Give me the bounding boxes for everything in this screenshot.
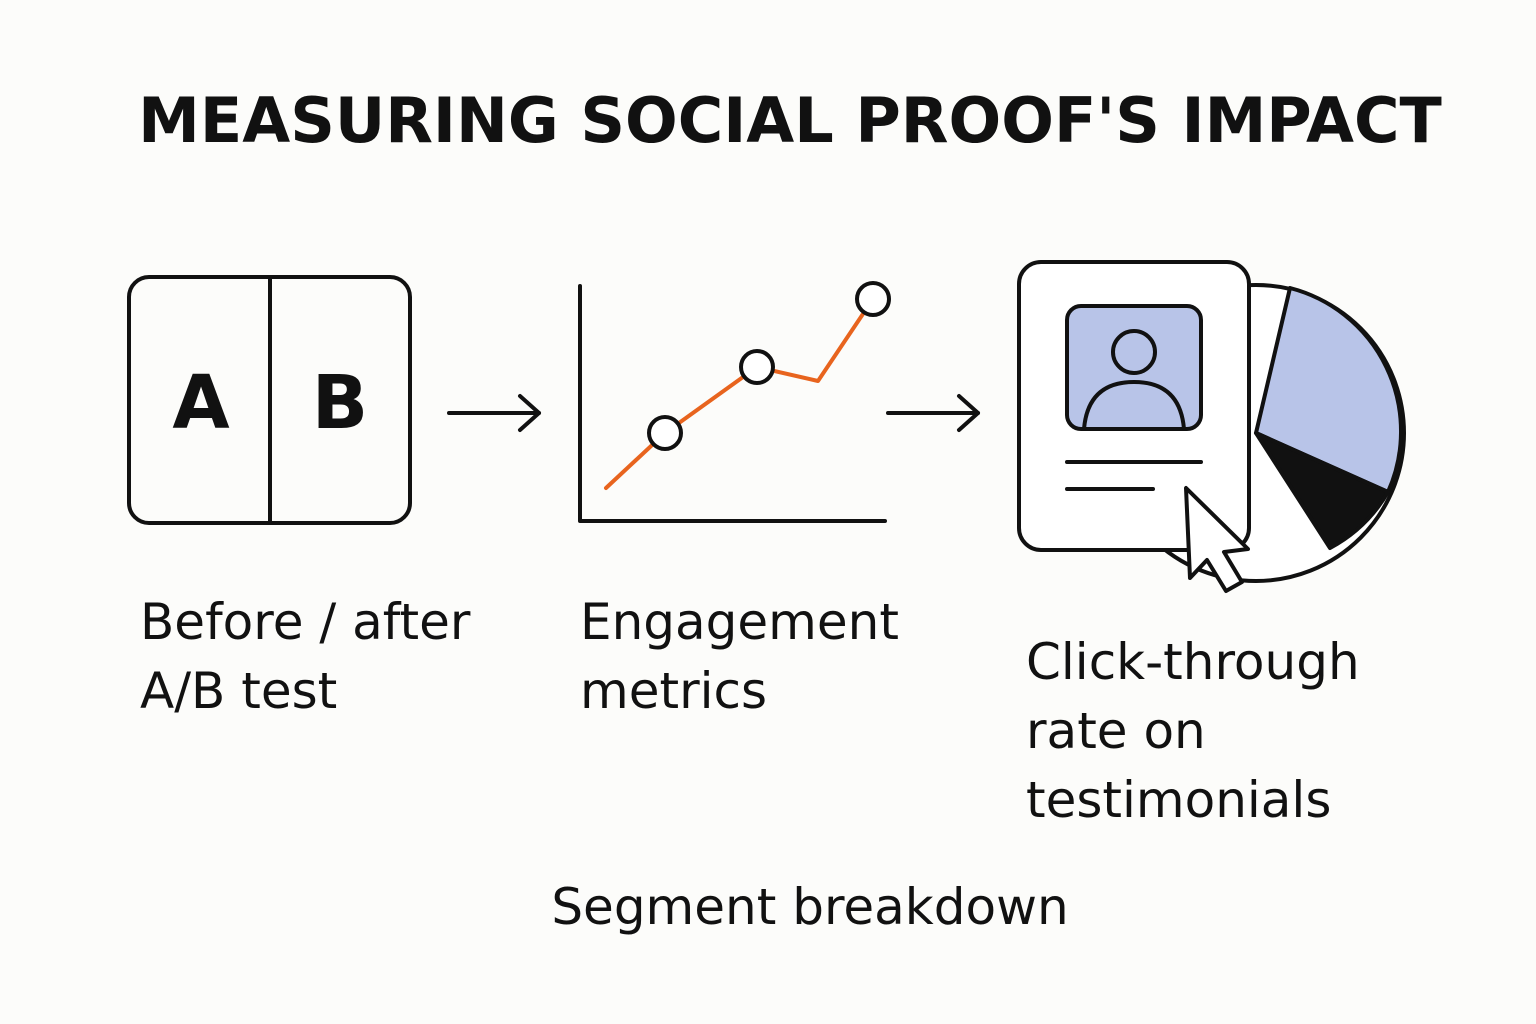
ab-letter-b: B — [312, 360, 368, 446]
testimonial-card-icon — [1017, 260, 1251, 552]
step-caption-engagement: Engagement metrics — [580, 593, 899, 720]
step-caption-ab-test: Before / after A/B test — [140, 593, 471, 720]
arrow-right-icon — [447, 394, 541, 432]
cursor-icon — [1184, 486, 1250, 593]
chart-point — [855, 281, 891, 317]
arrow-right-icon — [886, 394, 980, 432]
user-avatar-icon — [1065, 304, 1203, 431]
chart-point — [647, 415, 683, 451]
ab-split-icon: A B — [127, 275, 412, 525]
ab-letter-a: A — [172, 360, 229, 446]
chart-point — [739, 349, 775, 385]
page-title: MEASURING SOCIAL PROOF'S IMPACT — [138, 84, 1442, 157]
segment-breakdown-label: Segment breakdown — [551, 878, 1069, 936]
line-chart-icon — [578, 281, 891, 523]
step-caption-click-through: Click-through rate on testimonials — [1026, 633, 1360, 829]
